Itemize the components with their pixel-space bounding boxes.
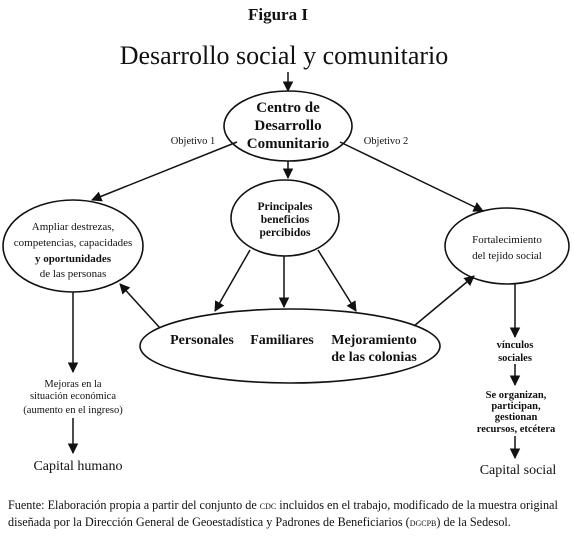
right-node-label: Fortalecimiento del tejido social xyxy=(472,234,542,262)
benefits-node-ellipse xyxy=(230,179,340,257)
bottom-node-ellipse xyxy=(139,308,441,384)
svg-text:Ampliar destrezas,: Ampliar destrezas, xyxy=(32,221,115,233)
svg-text:competencias, capacidades: competencias, capacidades xyxy=(14,237,133,249)
svg-text:percibidos: percibidos xyxy=(260,227,311,239)
abbr-dgcpb: dgcpb xyxy=(409,517,437,529)
arrow-center-to-right xyxy=(339,141,484,212)
center-node-label: Centro de Desarrollo Comunitario xyxy=(247,100,330,152)
familiares-label: Familiares xyxy=(250,333,314,348)
svg-text:recursos, etcétera: recursos, etcétera xyxy=(477,424,556,435)
svg-text:vínculos: vínculos xyxy=(497,340,534,351)
vinculos-label: vínculos sociales xyxy=(497,340,534,364)
objective-2-label: Objetivo 2 xyxy=(364,136,409,147)
capital-social-label: Capital social xyxy=(480,463,557,478)
svg-text:Se organizan,: Se organizan, xyxy=(486,390,547,401)
mejoramiento-label-line1: Mejoramiento xyxy=(331,333,417,348)
organizan-label: Se organizan, participan, gestionan recu… xyxy=(477,390,556,435)
svg-text:y oportunidades: y oportunidades xyxy=(35,253,112,265)
svg-text:Comunitario: Comunitario xyxy=(247,136,330,152)
bottom-node-label: Personales Familiares Mejoramiento de la… xyxy=(170,333,417,365)
svg-text:de las personas: de las personas xyxy=(40,268,107,280)
personales-label: Personales xyxy=(170,333,234,348)
arrow-benefits-to-mejoramiento xyxy=(317,249,357,312)
arrow-bottom-to-left xyxy=(119,283,161,329)
left-node-label: Ampliar destrezas, competencias, capacid… xyxy=(14,221,133,280)
objective-1-label: Objetivo 1 xyxy=(171,136,216,147)
mejoramiento-label-line2: de las colonias xyxy=(331,350,417,365)
arrow-bottom-to-right xyxy=(413,275,475,327)
figure-caption: Fuente: Elaboración propia a partir del … xyxy=(8,498,558,529)
svg-text:del tejido social: del tejido social xyxy=(472,250,542,262)
arrow-benefits-to-personales xyxy=(214,249,251,312)
diagram-title: Desarrollo social y comunitario xyxy=(120,41,449,70)
svg-text:situación económica: situación económica xyxy=(30,391,116,402)
abbr-cdc: cdc xyxy=(259,500,277,512)
svg-text:participan,: participan, xyxy=(491,401,541,412)
svg-text:Mejoras en la: Mejoras en la xyxy=(44,379,101,390)
svg-text:Centro de: Centro de xyxy=(256,100,320,116)
figure-label: Figura I xyxy=(248,5,308,24)
svg-text:(aumento en el ingreso): (aumento en el ingreso) xyxy=(23,405,123,416)
svg-text:Desarrollo: Desarrollo xyxy=(254,118,321,134)
arrow-center-to-left xyxy=(91,141,238,202)
benefits-node-label: Principales beneficios percibidos xyxy=(258,201,313,239)
svg-text:sociales: sociales xyxy=(498,353,532,364)
svg-text:Principales: Principales xyxy=(258,201,313,213)
left-outcome-label: Mejoras en la situación económica (aumen… xyxy=(23,379,123,416)
right-node-ellipse xyxy=(444,207,570,285)
svg-text:Fortalecimiento: Fortalecimiento xyxy=(472,234,542,246)
svg-text:beneficios: beneficios xyxy=(261,214,310,226)
capital-humano-label: Capital humano xyxy=(33,459,122,474)
svg-text:gestionan: gestionan xyxy=(495,412,538,423)
